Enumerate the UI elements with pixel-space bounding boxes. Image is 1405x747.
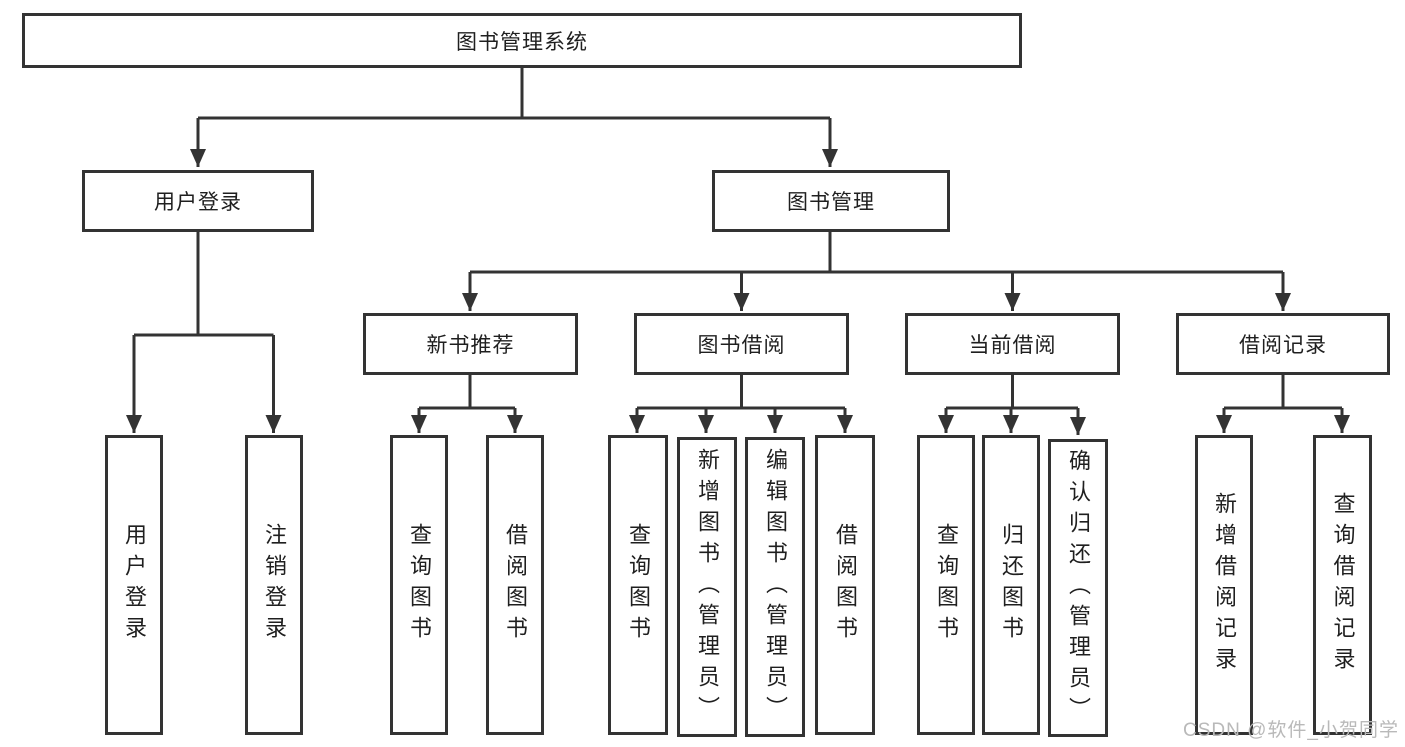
node-records-add-record: 新增借阅记录 [1195,435,1253,735]
node-borrow-add-books-admin: 新增图书（管理员） [677,437,737,737]
node-book-borrow-label: 图书借阅 [697,334,786,357]
node-borrow-records: 借阅记录 [1176,313,1390,375]
node-borrow-borrow-books-label: 借阅图书 [833,523,858,647]
node-borrow-query-books: 查询图书 [608,435,668,735]
node-records-query-record: 查询借阅记录 [1313,435,1372,735]
node-current-query-books: 查询图书 [917,435,975,735]
node-login-logout: 注销登录 [245,435,303,735]
node-current-return-books: 归还图书 [982,435,1040,735]
node-recommend-query-books-label: 查询图书 [407,523,432,647]
node-borrow-borrow-books: 借阅图书 [815,435,875,735]
node-records-query-record-label: 查询借阅记录 [1330,492,1356,678]
node-user-login-label: 用户登录 [154,191,242,214]
node-recommend-borrow-books: 借阅图书 [486,435,544,735]
node-current-query-books-label: 查询图书 [934,523,959,647]
node-login-user: 用户登录 [105,435,163,735]
node-current-confirm-return-admin-label: 确认归还（管理员） [1066,448,1091,728]
node-borrow-edit-books-admin-label: 编辑图书（管理员） [763,447,788,727]
node-borrow-query-books-label: 查询图书 [626,523,651,647]
node-current-borrow: 当前借阅 [905,313,1120,375]
watermark: CSDN @软件_小贺同学 [1183,720,1399,741]
node-borrow-records-label: 借阅记录 [1239,334,1327,357]
node-current-return-books-label: 归还图书 [999,523,1024,647]
node-book-management: 图书管理 [712,170,950,232]
node-records-add-record-label: 新增借阅记录 [1212,492,1237,678]
node-current-borrow-label: 当前借阅 [968,334,1057,357]
node-current-confirm-return-admin: 确认归还（管理员） [1048,439,1108,737]
node-recommend-borrow-books-label: 借阅图书 [503,523,528,647]
node-book-borrow: 图书借阅 [634,313,849,375]
node-recommend-query-books: 查询图书 [390,435,448,735]
node-login-user-label: 用户登录 [122,523,147,647]
node-user-login: 用户登录 [82,170,314,232]
node-login-logout-label: 注销登录 [262,523,287,647]
node-borrow-add-books-admin-label: 新增图书（管理员） [695,447,720,727]
node-book-management-label: 图书管理 [787,191,875,214]
node-borrow-edit-books-admin: 编辑图书（管理员） [745,437,805,737]
node-root: 图书管理系统 [22,13,1022,68]
node-root-label: 图书管理系统 [456,30,588,54]
node-new-book-recommend-label: 新书推荐 [426,334,515,357]
node-new-book-recommend: 新书推荐 [363,313,578,375]
